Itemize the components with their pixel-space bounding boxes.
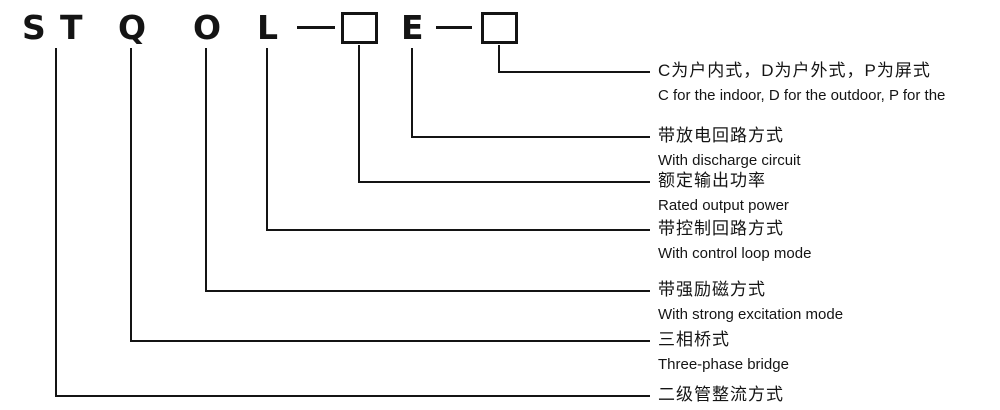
label-zh-strong-excitation: 带强励磁方式 [658,280,766,299]
connector-line-o [205,48,650,292]
label-row-strong-excitation: 带强励磁方式 With strong excitation mode [658,280,843,323]
connector-line-e [411,48,650,138]
code-letter-o: O [193,8,222,47]
label-row-three-phase-bridge: 三相桥式 Three-phase bridge [658,330,789,373]
label-zh-rated-output-power: 额定输出功率 [658,171,766,190]
connector-line-box2 [498,45,650,73]
code-box-1 [341,12,378,44]
connector-line-q [130,48,650,342]
label-row-control-loop: 带控制回路方式 With control loop mode [658,219,811,262]
label-row-diode-rectification: 二级管整流方式 [658,385,784,405]
label-row-rated-output-power: 额定输出功率 Rated output power [658,171,789,214]
label-zh-enclosure: C为户内式，D为户外式，P为屏式 [658,61,931,80]
code-letter-t: T [60,8,83,47]
label-en-discharge-circuit: With discharge circuit [658,152,801,169]
code-dash-1 [297,26,335,29]
label-en-three-phase-bridge: Three-phase bridge [658,356,789,373]
code-letter-q: Q [118,8,147,47]
label-row-enclosure: C为户内式，D为户外式，P为屏式 C for the indoor, D for… [658,61,945,104]
code-letter-e: E [401,8,424,47]
connector-line-box1 [358,45,650,183]
label-zh-control-loop: 带控制回路方式 [658,219,784,238]
label-en-enclosure: C for the indoor, D for the outdoor, P f… [658,87,946,104]
code-letter-s: S [22,8,46,47]
label-zh-diode-rectification: 二级管整流方式 [658,385,784,404]
connector-line-l [266,48,650,231]
label-en-control-loop: With control loop mode [658,245,812,262]
label-row-discharge-circuit: 带放电回路方式 With discharge circuit [658,126,801,169]
label-zh-three-phase-bridge: 三相桥式 [658,330,730,349]
label-zh-discharge-circuit: 带放电回路方式 [658,126,784,145]
code-dash-2 [436,26,472,29]
label-en-strong-excitation: With strong excitation mode [658,306,844,323]
label-en-rated-output-power: Rated output power [658,197,789,214]
code-box-2 [481,12,518,44]
code-letter-l: L [257,8,279,47]
connector-line-st [55,48,650,397]
